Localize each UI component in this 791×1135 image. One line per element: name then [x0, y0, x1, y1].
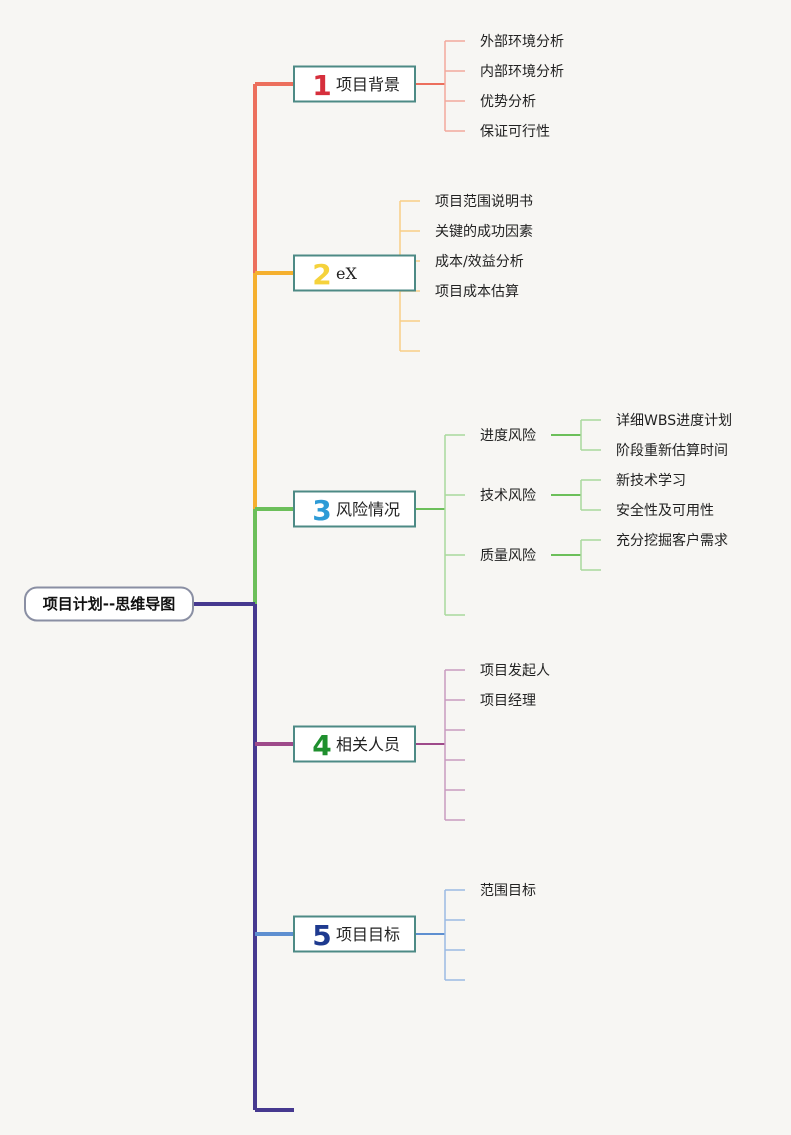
grandchild-label: 新技术学习 [616, 473, 686, 489]
subtopic-label: 成本/效益分析 [435, 254, 524, 270]
subtopic-label: 项目范围说明书 [435, 193, 533, 210]
topic-label: 相关人员 [336, 735, 400, 754]
grandchild-label: 充分挖掘客户需求 [616, 532, 728, 549]
root-node: 项目计划--思维导图 [24, 586, 194, 622]
topic-number-4: 4 [312, 729, 331, 762]
grandchild-label: 详细WBS进度计划 [616, 413, 732, 429]
topic-box [293, 254, 416, 292]
topic-number-5: 5 [312, 919, 331, 952]
topic-label: 项目目标 [336, 925, 400, 944]
topic-box [293, 490, 416, 528]
topic-node-2: 2 eX [293, 254, 416, 292]
topic-label: 风险情况 [336, 500, 400, 519]
subtopic-label: 优势分析 [480, 94, 536, 110]
root-label: 项目计划--思维导图 [43, 595, 175, 613]
subtopic-label: 关键的成功因素 [435, 224, 533, 240]
connector-lines [193, 40, 601, 1112]
subtopic-label: 项目成本估算 [435, 284, 519, 300]
subtopic-label: 进度风险 [480, 428, 536, 444]
subtopic-label: 外部环境分析 [480, 34, 564, 50]
grandchild-label: 阶段重新估算时间 [616, 443, 728, 459]
subtopic-label: 范围目标 [480, 882, 536, 899]
topic-node-1: 1 项目背景 [293, 65, 416, 103]
topic-box [293, 915, 416, 953]
root-box [24, 586, 194, 622]
subtopic-label: 技术风险 [480, 488, 536, 504]
topic-node-5: 5 项目目标 [293, 915, 416, 953]
topic-number-2: 2 [312, 258, 331, 291]
subtopic-label: 内部环境分析 [480, 64, 564, 80]
subtopic-label: 质量风险 [480, 548, 536, 564]
subtopic-label: 项目经理 [480, 693, 536, 709]
grandchild-label: 安全性及可用性 [616, 502, 714, 519]
topic-label: eX [336, 264, 357, 283]
topic-number-3: 3 [312, 494, 331, 527]
topic-box [293, 725, 416, 763]
topic-box [293, 65, 416, 103]
topic-node-4: 4 相关人员 [293, 725, 416, 763]
topic-node-3: 3 风险情况 [293, 490, 416, 528]
subtopic-label: 项目发起人 [480, 663, 550, 679]
subtopic-label: 保证可行性 [480, 124, 550, 140]
topic-label: 项目背景 [336, 75, 400, 94]
topic-number-1: 1 [312, 69, 331, 102]
